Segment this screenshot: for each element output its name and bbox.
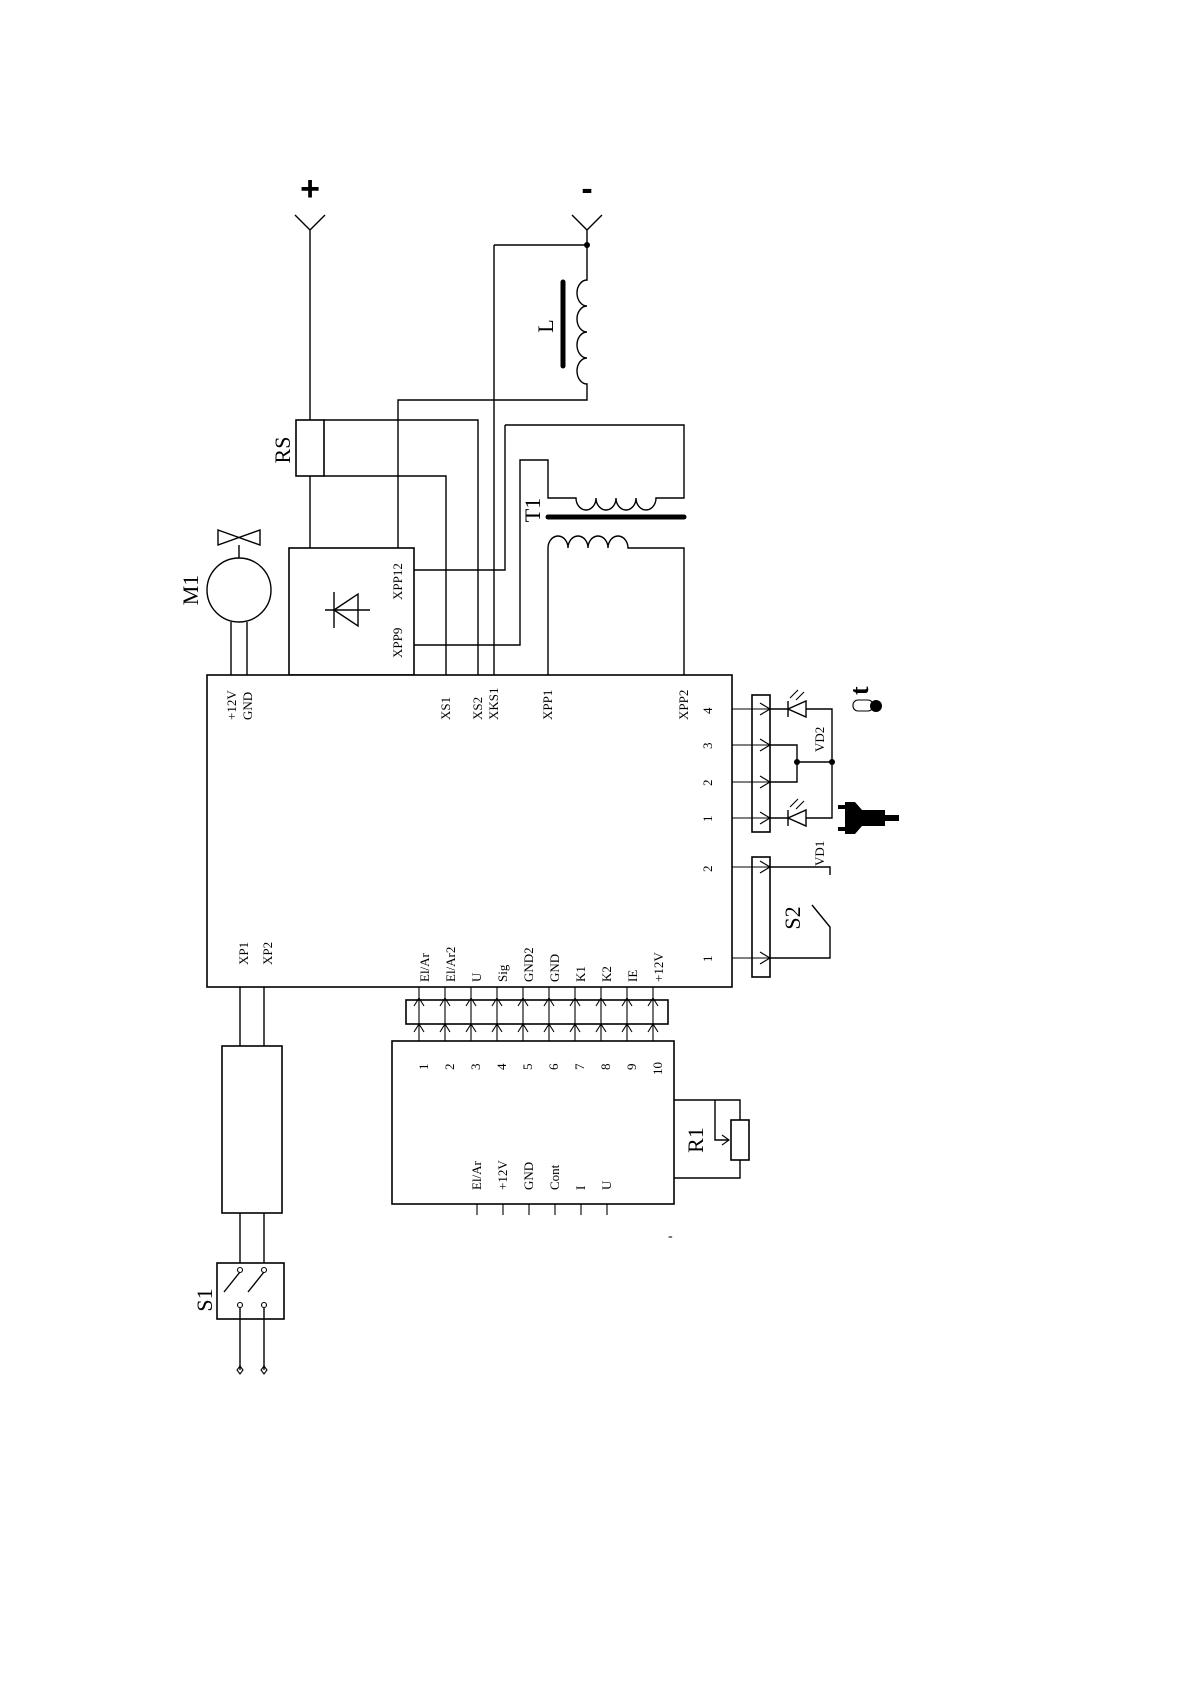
lower-num-5: 5 [520, 1064, 535, 1071]
plus-terminal: + [295, 170, 325, 420]
led-vd2-label: VD2 [812, 727, 827, 752]
inductor-label: L [533, 319, 558, 332]
lower-num-3: 3 [468, 1064, 483, 1071]
main-conn-pin-3: U [469, 972, 484, 982]
lower-pin-gnd: GND [521, 1162, 536, 1190]
lower-num-4: 4 [494, 1063, 509, 1070]
main-conn-pin-7: K1 [573, 966, 588, 982]
main-pin-xks1: XKS1 [486, 687, 501, 720]
lower-num-9: 9 [624, 1064, 639, 1071]
lower-pin-u: U [599, 1180, 614, 1190]
motor-label: M1 [178, 575, 203, 606]
main-conn-pin-6: GND [547, 954, 562, 982]
main-pin-gnd: GND [240, 692, 255, 720]
potentiometer-label: R1 [683, 1127, 708, 1153]
main-switch-s1: S1 [192, 1263, 284, 1374]
thermometer-icon: t [845, 686, 882, 712]
filter-block [222, 987, 282, 1263]
bridge-pin-xpp12: XPP12 [390, 563, 405, 600]
main-pin-xs1: XS1 [438, 697, 453, 720]
s2-conn-num-2: 2 [700, 866, 715, 873]
minus-sign: - [581, 170, 592, 208]
lower-num-10: 10 [650, 1062, 665, 1075]
main-pin-12v: +12V [224, 690, 239, 720]
thermal-t-label: t [845, 686, 874, 695]
main-pin-xp2: XP2 [260, 942, 275, 965]
main-conn-pin-4: Sig [495, 964, 510, 982]
bridge-pin-xpp9: XPP9 [390, 628, 405, 658]
main-conn-pin-10: +12V [651, 952, 666, 982]
stray-mark: - [668, 1229, 673, 1244]
lower-num-7: 7 [572, 1063, 587, 1070]
minus-terminal: - [572, 170, 602, 248]
main-conn-pin-9: IE [625, 970, 640, 982]
inductor-l: L [398, 245, 587, 548]
lower-num-8: 8 [598, 1064, 613, 1071]
lower-pin-cont: Cont [547, 1164, 562, 1190]
main-conn-pin-1: El/Ar [417, 952, 432, 982]
potentiometer-r1: R1 [674, 1100, 749, 1178]
led-vd1-label: VD1 [812, 841, 827, 866]
motor-m1: M1 [178, 530, 271, 675]
led-conn-num-2: 2 [700, 780, 715, 787]
lower-pin-elar: El/Ar [469, 1160, 484, 1190]
ribbon-connector [406, 987, 668, 1041]
led-conn-num-1: 1 [700, 816, 715, 823]
main-pin-xpp2: XPP2 [676, 690, 691, 720]
main-conn-pin-5: GND2 [521, 947, 536, 982]
main-conn-pin-8: K2 [599, 966, 614, 982]
main-pin-xp1: XP1 [236, 942, 251, 965]
main-pin-xpp1: XPP1 [540, 690, 555, 720]
led-conn-num-3: 3 [700, 743, 715, 750]
shunt-label: RS [270, 437, 295, 464]
control-board: 1 2 3 4 5 6 7 8 9 10 El/Ar +12V GND Cont… [392, 1041, 674, 1215]
switch-s1-label: S1 [192, 1288, 217, 1311]
lower-num-6: 6 [546, 1063, 561, 1070]
main-pin-xs2: XS2 [470, 697, 485, 720]
lower-pin-12v: +12V [495, 1160, 510, 1190]
transformer-label: T1 [520, 498, 545, 522]
transformer-t1: T1 [414, 425, 684, 675]
main-board: +12V GND XS1 XS2 XKS1 XPP1 XPP2 XP1 XP2 … [207, 675, 732, 987]
led-conn-num-4: 4 [700, 707, 715, 714]
plus-sign: + [300, 170, 320, 208]
switch-s2-label: S2 [780, 906, 805, 929]
main-conn-pin-2: El/Ar2 [443, 947, 458, 982]
lower-pin-i: I [573, 1186, 588, 1190]
lower-num-2: 2 [442, 1064, 457, 1071]
lower-num-1: 1 [416, 1064, 431, 1071]
power-plug-icon [838, 802, 899, 834]
s2-conn-num-1: 1 [700, 956, 715, 963]
rectifier-bridge: XPP9 XPP12 [289, 548, 414, 675]
